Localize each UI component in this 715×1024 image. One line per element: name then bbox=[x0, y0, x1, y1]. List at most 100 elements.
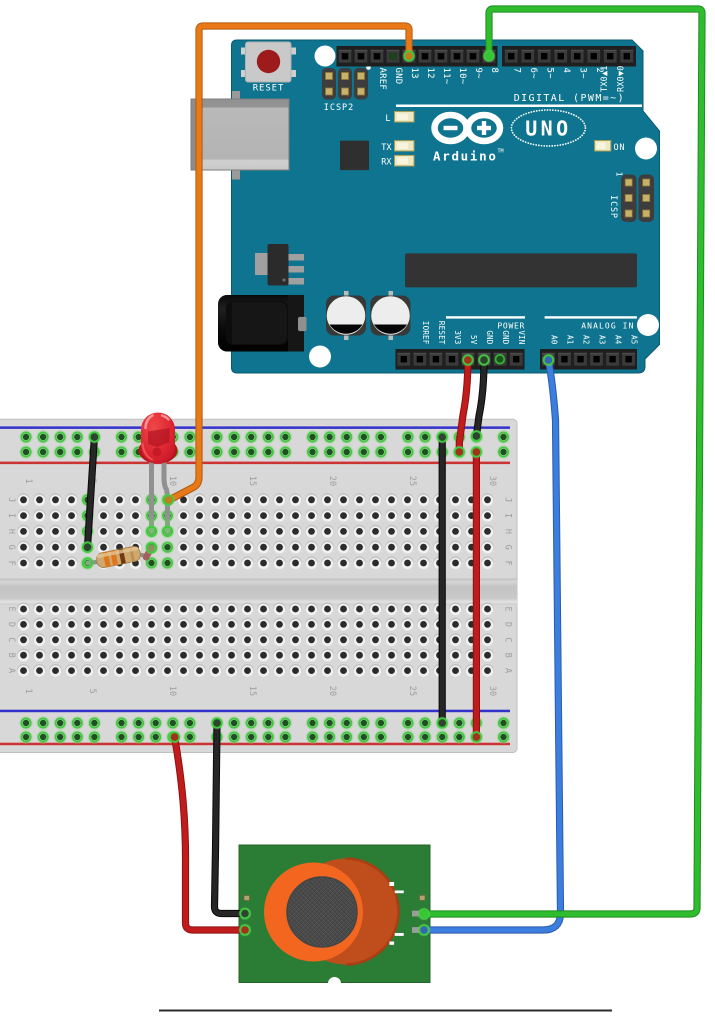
onboard-leds bbox=[394, 111, 612, 167]
breadboard-hole-connected bbox=[118, 448, 125, 456]
breadboard-hole bbox=[404, 651, 411, 659]
breadboard-hole bbox=[324, 559, 331, 567]
breadboard-grid-label: C bbox=[6, 637, 16, 642]
pin-label: 13 bbox=[409, 68, 419, 79]
breadboard-hole bbox=[68, 605, 75, 613]
wire-end bbox=[170, 733, 179, 741]
breadboard-hole-connected bbox=[500, 719, 507, 727]
wire-green-green-d8 bbox=[417, 5, 706, 921]
uno-badge: UNO bbox=[525, 117, 571, 141]
analog-silk-line bbox=[544, 316, 637, 319]
wire-red-red-5v bbox=[453, 353, 475, 459]
breadboard-hole-connected bbox=[118, 719, 125, 727]
breadboard-grid-label: J bbox=[6, 497, 16, 502]
breadboard-hole bbox=[340, 667, 347, 674]
wire-end bbox=[438, 719, 447, 727]
breadboard-hole bbox=[420, 543, 427, 551]
breadboard-hole bbox=[20, 667, 27, 674]
breadboard-hole-connected bbox=[500, 433, 507, 441]
breadboard-hole bbox=[372, 512, 379, 519]
digital-header-right bbox=[502, 46, 636, 67]
breadboard-hole bbox=[484, 528, 491, 535]
breadboard-hole-connected bbox=[343, 733, 350, 741]
led-on-label: ON bbox=[614, 143, 626, 153]
capacitor-2 bbox=[370, 291, 411, 340]
breadboard-hole-connected bbox=[343, 448, 350, 456]
breadboard-hole bbox=[340, 605, 347, 613]
pin-label-tx: TX0▲1 bbox=[600, 65, 610, 92]
breadboard-hole bbox=[180, 621, 187, 628]
breadboard-hole bbox=[20, 496, 27, 504]
breadboard-hole bbox=[68, 621, 75, 628]
breadboard-hole bbox=[212, 605, 219, 613]
wire-end bbox=[472, 733, 481, 741]
pin-label: GND bbox=[501, 330, 510, 344]
icsp-pin bbox=[642, 209, 651, 218]
breadboard-hole bbox=[180, 636, 187, 644]
breadboard-hole-connected bbox=[74, 733, 81, 741]
breadboard-hole bbox=[276, 651, 283, 659]
sensor-pad-right bbox=[419, 895, 426, 901]
breadboard-hole bbox=[36, 605, 43, 613]
wire-body bbox=[421, 6, 705, 917]
breadboard-hole bbox=[308, 605, 315, 613]
breadboard-hole-connected bbox=[248, 433, 255, 441]
breadboard-hole-connected bbox=[439, 733, 446, 741]
breadboard-hole bbox=[52, 559, 59, 567]
pin-socket bbox=[607, 53, 614, 60]
breadboard-hole-connected bbox=[309, 448, 316, 456]
breadboard-hole bbox=[324, 667, 331, 674]
breadboard-hole bbox=[116, 621, 123, 628]
wire-body bbox=[211, 720, 248, 917]
breadboard-hole-connected bbox=[135, 433, 142, 441]
pin-socket bbox=[609, 356, 616, 363]
breadboard-hole bbox=[100, 636, 107, 644]
pin-label: 6~ bbox=[528, 68, 538, 80]
pin-label: 5~ bbox=[544, 68, 554, 80]
breadboard-hole bbox=[228, 667, 235, 674]
wire-end bbox=[472, 432, 481, 440]
breadboard-hole bbox=[452, 667, 459, 674]
breadboard-grid-label: 10 bbox=[167, 476, 177, 486]
breadboard-bottom-rail-red-line bbox=[0, 742, 510, 746]
icsp2-pin bbox=[325, 72, 333, 80]
breadboard-hole bbox=[196, 528, 203, 535]
breadboard-hole bbox=[452, 651, 459, 659]
mounting-hole-4 bbox=[637, 314, 659, 336]
pin-socket bbox=[577, 356, 584, 363]
breadboard-hole bbox=[68, 651, 75, 659]
breadboard-grid-label: 10 bbox=[167, 686, 177, 696]
breadboard-bottom-rail-blue-line bbox=[0, 709, 510, 713]
resistor-body bbox=[96, 546, 141, 568]
breadboard-hole bbox=[148, 636, 155, 644]
led-l-label: L bbox=[385, 114, 390, 124]
breadboard-hole bbox=[356, 636, 363, 644]
breadboard-hole bbox=[244, 559, 251, 567]
analog-caption: ANALOG IN bbox=[581, 321, 634, 330]
breadboard-hole-connected bbox=[39, 733, 47, 741]
breadboard-hole bbox=[260, 528, 267, 535]
breadboard-hole bbox=[276, 496, 283, 504]
breadboard-hole bbox=[244, 621, 251, 628]
breadboard-hole-connected bbox=[309, 719, 316, 727]
reset-button bbox=[241, 41, 296, 83]
breadboard-center-channel bbox=[0, 578, 517, 605]
breadboard-hole bbox=[420, 667, 427, 674]
breadboard-hole bbox=[196, 621, 203, 628]
breadboard-hole bbox=[388, 651, 395, 659]
breadboard-hole bbox=[484, 667, 491, 674]
wire-end bbox=[241, 909, 249, 918]
breadboard-hole bbox=[276, 559, 283, 567]
pin-label: GND bbox=[393, 68, 403, 85]
breadboard-grid-label: 15 bbox=[247, 476, 257, 486]
wire-red-red-vertical-jumper bbox=[470, 445, 483, 744]
breadboard-hole-connected bbox=[230, 433, 238, 441]
pin-socket bbox=[508, 53, 515, 60]
breadboard-hole-connected bbox=[377, 719, 385, 727]
breadboard-hole bbox=[260, 512, 267, 519]
wires bbox=[81, 5, 706, 937]
mounting-hole-2 bbox=[635, 137, 657, 160]
breadboard-hole bbox=[388, 636, 395, 644]
breadboard-hole bbox=[36, 559, 43, 567]
pin-label: 4 bbox=[561, 68, 571, 74]
